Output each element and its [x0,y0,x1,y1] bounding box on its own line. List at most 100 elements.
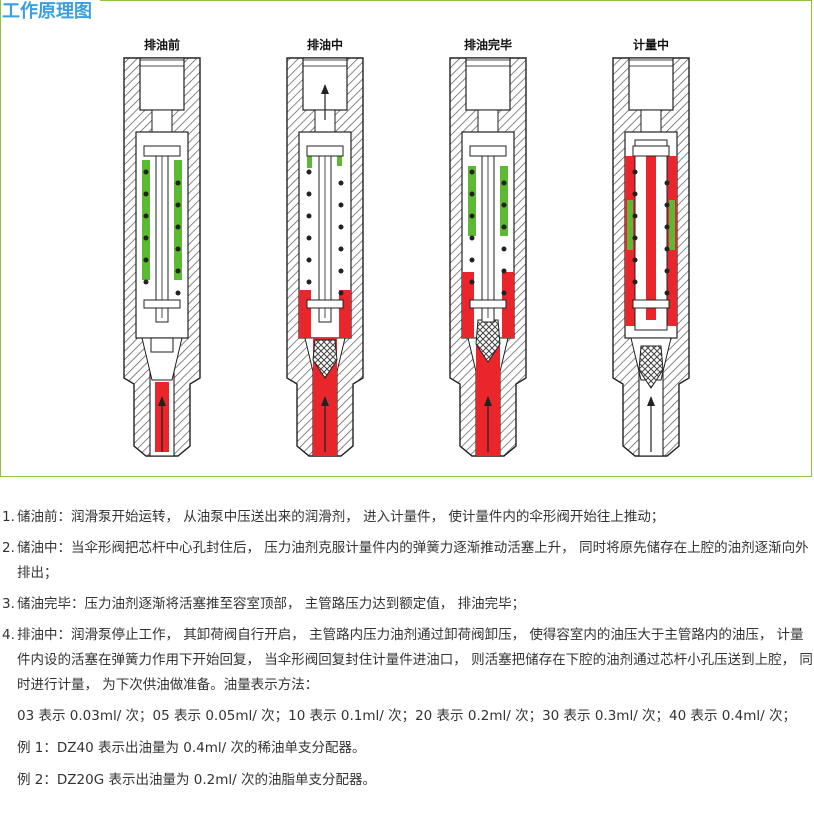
stored-oil-left [142,160,150,280]
spring-coil [501,202,507,208]
neck-channel [640,109,662,133]
stage-label-during: 排油中 [306,38,344,52]
stage-label-metering: 计量中 [632,38,670,52]
spring-coil [175,224,181,230]
spring-coil [469,257,475,263]
spring-coil [664,290,670,296]
spring-coil [469,279,475,285]
piston-top [469,145,507,157]
stored-oil-right [174,160,182,280]
spring-coil [143,279,149,285]
stored-oil-left [468,166,476,236]
spring-coil [306,235,312,241]
distributor-unit-before [123,57,201,457]
piston-top [632,145,670,157]
spring-coil [306,169,312,175]
spring-coil [143,235,149,241]
spring-coil [501,268,507,274]
distributor-unit-complete [449,57,527,457]
stage-label-before: 排油前 [143,38,181,52]
step-number: 2. [2,540,15,556]
spring-coil [175,290,181,296]
spring-coil [143,169,149,175]
outlet-cavity [465,57,511,111]
umbrella-valve [475,319,501,363]
piston-top [306,145,344,157]
outlet-cavity [628,57,674,111]
spring-coil [143,213,149,219]
step-number: 4. [2,627,15,643]
thread-line [139,59,185,67]
metered-oil-right [669,200,675,250]
pressure-oil [462,272,514,456]
note-text: 例 1：DZ40 表示出油量为 0.4ml/ 次的稀油单支分配器。 [17,740,366,756]
spring-coil [501,290,507,296]
spring-coil [306,191,312,197]
spring-coil [632,235,638,241]
thread-line [302,59,348,67]
umbrella-valve [150,337,174,353]
note-text: 03 表示 0.03ml/ 次；05 表示 0.05ml/ 次；10 表示 0.… [17,708,797,724]
note-text: 例 2：DZ20G 表示出油量为 0.2ml/ 次的油脂单支分配器。 [17,772,376,788]
neck-channel [151,109,173,133]
inlet-arrow-head [158,396,166,406]
spring-coil [306,257,312,263]
section-title: 工作原理图 [1,0,100,24]
piston-bottom [469,299,507,309]
inlet-arrow-head [647,396,655,406]
distributor-unit-during [286,57,364,457]
spring-coil [469,213,475,219]
spring-coil [175,246,181,252]
discharge-oil-right [337,150,342,166]
spring-coil [632,169,638,175]
umbrella-valve [312,339,338,379]
spring-coil [338,246,344,252]
spring-coil [338,268,344,274]
step-item: 1. 储油前：润滑泵开始运转， 从油泵中压送出来的润滑剂， 进入计量件， 使计量… [0,505,814,530]
thread-line [465,59,511,67]
step-item: 4. 排油中：润滑泵停止工作， 其卸荷阀自行开启， 主管路内压力油剂通过卸荷阀卸… [0,623,814,698]
distributor-diagram [123,57,690,457]
spring-coil [175,180,181,186]
oil-quantity-note: 03 表示 0.03ml/ 次；05 表示 0.05ml/ 次；10 表示 0.… [0,704,814,729]
piston-top [143,145,181,157]
spring-coil [664,224,670,230]
distributor-unit-metering [612,57,690,457]
spring-coil [143,191,149,197]
outlet-cavity [139,57,185,111]
spring-coil [664,180,670,186]
spring-coil [664,246,670,252]
thread-line [628,59,674,67]
spring-coil [338,180,344,186]
spring-coil [306,279,312,285]
inlet-arrow-head [321,396,329,406]
spring-coil [338,290,344,296]
spring-coil [664,268,670,274]
spring-coil [306,213,312,219]
spring-coil [338,202,344,208]
spring-coil [632,257,638,263]
neck-channel [477,109,499,133]
spring-coil [469,169,475,175]
step-item: 2. 储油中：当伞形阀把芯杆中心孔封住后， 压力油剂克服计量件内的弹簧力逐渐推动… [0,536,814,586]
metered-oil-left [627,200,633,250]
step-number: 1. [2,509,15,525]
step-item: 3. 储油完毕：压力油剂逐渐将活塞推至容室顶部， 主管路压力达到额定值， 排油完… [0,592,814,617]
piston-bottom [632,299,670,309]
spring-coil [501,224,507,230]
step-text: 储油完毕：压力油剂逐渐将活塞推至容室顶部， 主管路压力达到额定值， 排油完毕； [17,596,526,612]
step-number: 3. [2,596,15,612]
stage-label-complete: 排油完毕 [463,38,513,52]
spring-coil [664,202,670,208]
spring-coil [632,213,638,219]
spring-coil [469,191,475,197]
flow-arrow-head [321,84,329,94]
piston-bottom [306,299,344,309]
spring-coil [632,191,638,197]
core-channel-oil [646,150,656,320]
spring-coil [469,235,475,241]
umbrella-valve [638,345,664,389]
stored-oil-right [500,166,508,236]
step-text: 储油中：当伞形阀把芯杆中心孔封住后， 压力油剂克服计量件内的弹簧力逐渐推动活塞上… [17,540,809,581]
example-note: 例 1：DZ40 表示出油量为 0.4ml/ 次的稀油单支分配器。 [0,736,814,761]
